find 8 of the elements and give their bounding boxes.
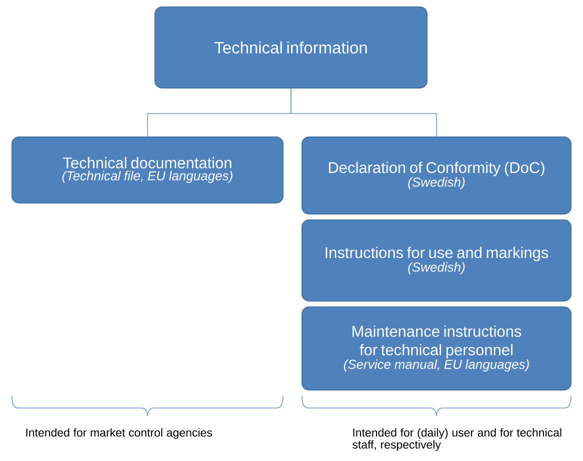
connector-line — [290, 88, 437, 137]
note-text: Intended for market control agencies — [26, 428, 212, 439]
process-box: Declaration of Conformity (DoC) (Swedish) — [302, 136, 572, 214]
process-box: Maintenance instructions for technical personnel (Service manual, EU languages) — [302, 306, 572, 390]
process-box: Technical information — [154, 6, 428, 88]
process-box: Instructions for use and markings (Swedish) — [302, 220, 572, 302]
process-box: Technical documentation (Technical file, EU languages) — [12, 136, 284, 204]
note-text: Intended for (daily) user and for technical staff, respectively — [352, 428, 562, 451]
